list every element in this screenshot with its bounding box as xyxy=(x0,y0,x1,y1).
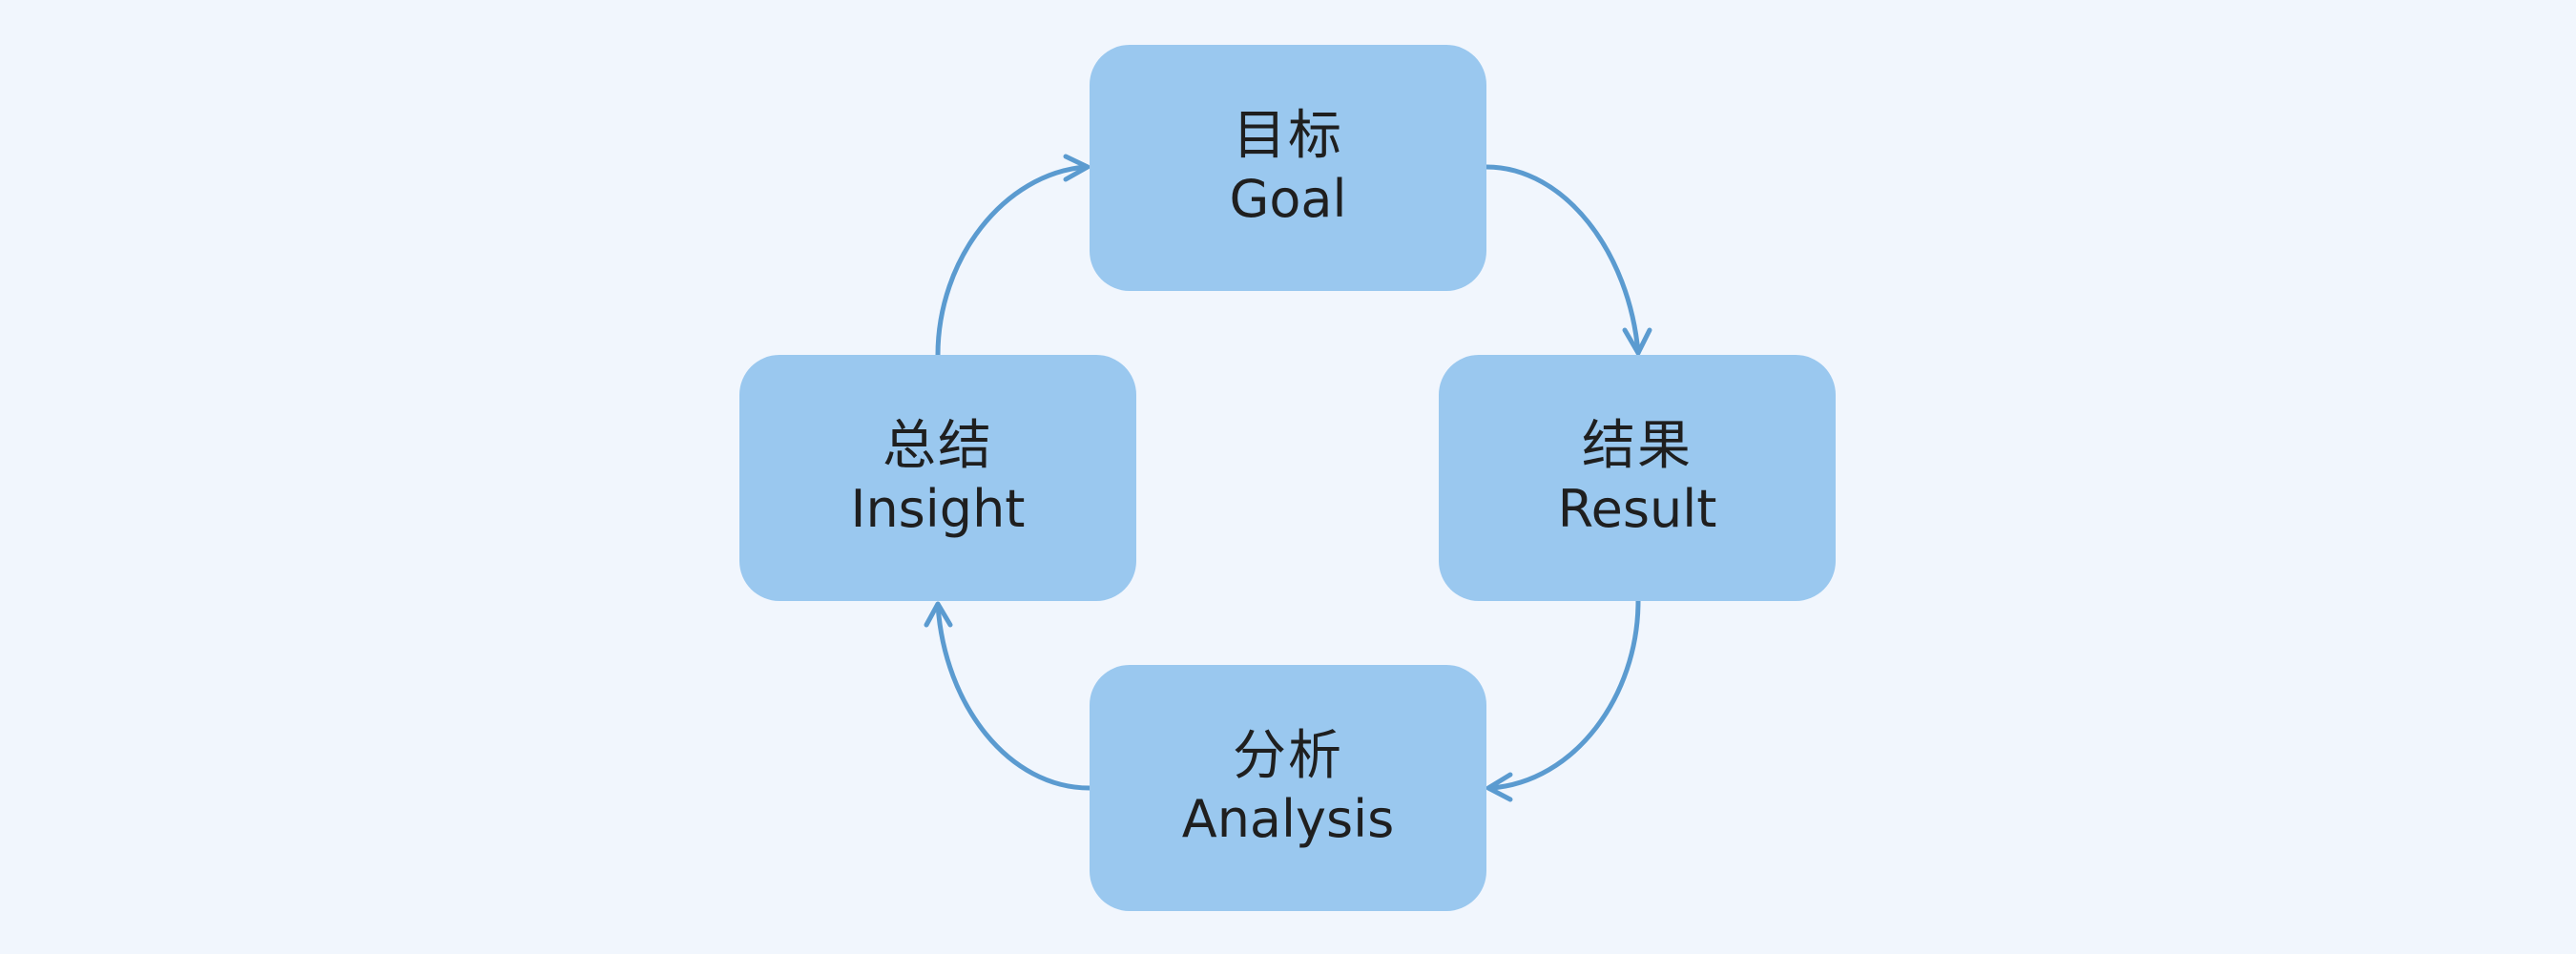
node-analysis-zh-label: 分析 xyxy=(1233,725,1343,787)
node-result-zh-label: 结果 xyxy=(1582,415,1693,477)
arrow-insight-to-goal xyxy=(935,164,1089,358)
node-result-en-label: Result xyxy=(1557,479,1717,539)
node-goal-en-label: Goal xyxy=(1229,169,1347,229)
node-result: 结果 Result xyxy=(1439,355,1836,601)
arrowhead-goal-to-result xyxy=(1622,327,1652,356)
arrow-result-to-analysis xyxy=(1487,598,1641,791)
node-insight-en-label: Insight xyxy=(850,479,1026,539)
node-goal: 目标 Goal xyxy=(1090,45,1486,291)
node-insight-zh-label: 总结 xyxy=(883,415,993,477)
node-analysis: 分析 Analysis xyxy=(1090,665,1486,911)
node-insight: 总结 Insight xyxy=(739,355,1136,601)
arrow-goal-to-result xyxy=(1484,164,1641,356)
arrowhead-analysis-to-insight xyxy=(924,601,953,628)
arrowhead-insight-to-goal xyxy=(1063,154,1091,182)
arrowhead-result-to-analysis xyxy=(1485,772,1513,802)
node-analysis-en-label: Analysis xyxy=(1181,789,1395,849)
node-goal-zh-label: 目标 xyxy=(1233,105,1343,167)
arrow-analysis-to-insight xyxy=(935,602,1092,791)
